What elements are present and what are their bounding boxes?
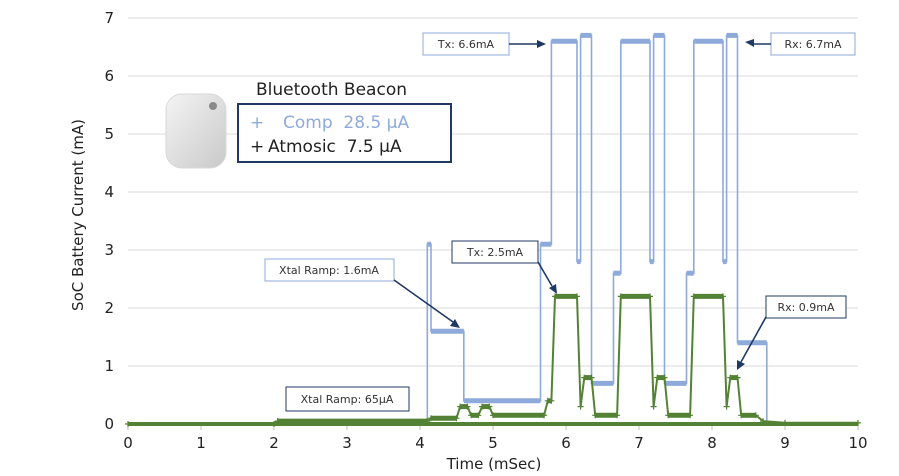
- series-point-atmosic-10: [479, 403, 486, 410]
- series-point-atmosic-27: [661, 374, 668, 381]
- series-point-atmosic-13: [541, 412, 548, 419]
- arrowhead-xtal-1-6: [450, 319, 460, 328]
- annotation-box-xtal-1-6: [264, 258, 395, 282]
- y-tick-label-0: 0: [104, 415, 114, 433]
- series-point-atmosic-33: [727, 374, 734, 381]
- annotation-tx-6-6: Tx: 6.6mA: [437, 38, 495, 51]
- y-axis-title: SoC Battery Current (mA): [69, 119, 87, 311]
- y-tick-label-4: 4: [104, 183, 114, 201]
- legend-label-comp: Comp 28.5 µA: [283, 113, 410, 133]
- annotation-xtal-1-6: Xtal Ramp: 1.6mA: [279, 264, 379, 277]
- y-tick-label-5: 5: [104, 125, 114, 143]
- x-tick-label-6: 6: [561, 434, 571, 452]
- series-point-atmosic-19: [581, 374, 588, 381]
- x-tick-label-7: 7: [634, 434, 644, 452]
- series-point-atmosic-26: [654, 374, 661, 381]
- series-point-atmosic-5: [453, 415, 460, 422]
- legend-box: [237, 103, 452, 163]
- x-tick-label-3: 3: [342, 434, 352, 452]
- gridlines: [128, 17, 858, 425]
- arrowhead-rx-0-9: [737, 360, 745, 370]
- series-point-atmosic-11: [486, 403, 493, 410]
- series-point-atmosic-31: [719, 293, 726, 300]
- series-point-atmosic-36: [752, 412, 759, 419]
- x-tick-label-9: 9: [780, 434, 790, 452]
- series-point-atmosic-25: [650, 403, 657, 410]
- y-tick-label-7: 7: [104, 9, 114, 27]
- series-point-atmosic-35: [738, 412, 745, 419]
- series-line-atmosic: [128, 295, 858, 425]
- y-tick-label-3: 3: [104, 241, 114, 259]
- annotation-rx-0-9: Rx: 0.9mA: [777, 301, 835, 314]
- annotations: Tx: 6.6mA Rx: 6.7mA Xtal Ramp: 1.6mA Tx:…: [264, 32, 856, 412]
- series-point-atmosic-15: [548, 397, 555, 404]
- series-point-atmosic-17: [573, 293, 580, 300]
- annotation-xtal-65: Xtal Ramp: 65µA: [301, 393, 394, 406]
- legend-title: Bluetooth Beacon: [256, 80, 407, 100]
- series-point-atmosic-22: [614, 412, 621, 419]
- x-axis-title: Time (mSec): [446, 455, 542, 473]
- arrow-rx-0-9: [740, 316, 767, 363]
- series-point-atmosic-32: [723, 403, 730, 410]
- series-point-atmosic-16: [552, 293, 559, 300]
- series-point-atmosic-28: [665, 412, 672, 419]
- y-tick-label-2: 2: [104, 299, 114, 317]
- arrowhead-tx-2-5: [549, 284, 557, 294]
- annotation-box-xtal-65: [285, 386, 410, 412]
- axes: 0 1 2 3 4 5 6 7 0 1 2 3 4 5 6 7 8 9 10: [104, 9, 867, 452]
- annotation-rx-6-7: Rx: 6.7mA: [784, 38, 842, 51]
- series-point-atmosic-23: [617, 293, 624, 300]
- series-point-atmosic-8: [468, 412, 475, 419]
- series-point-atmosic-9: [475, 412, 482, 419]
- x-tick-label-10: 10: [848, 434, 867, 452]
- series-point-atmosic-20: [588, 374, 595, 381]
- series-layer: [125, 32, 861, 427]
- arrowhead-tx-6-6: [537, 40, 546, 48]
- y-tick-label-1: 1: [104, 357, 114, 375]
- arrow-tx-2-5: [537, 261, 553, 287]
- series-point-atmosic-4: [427, 415, 434, 422]
- series-point-atmosic-18: [577, 403, 584, 410]
- annotation-box-rx-0-9: [765, 295, 847, 319]
- x-tick-label-1: 1: [196, 434, 206, 452]
- beacon-device-icon: [165, 93, 227, 169]
- x-tick-label-8: 8: [707, 434, 717, 452]
- legend-marker-comp: +: [250, 113, 264, 133]
- series-point-atmosic-6: [457, 403, 464, 410]
- legend-label-atmosic: Atmosic 7.5 µA: [268, 137, 402, 157]
- legend-marker-atmosic: +: [250, 137, 264, 157]
- series-point-atmosic-30: [690, 293, 697, 300]
- series-point-atmosic-21: [592, 412, 599, 419]
- x-tick-label-2: 2: [269, 434, 279, 452]
- x-tick-label-0: 0: [123, 434, 133, 452]
- series-point-atmosic-24: [646, 293, 653, 300]
- x-tick-label-5: 5: [488, 434, 498, 452]
- arrowhead-rx-6-7: [745, 39, 754, 47]
- series-point-atmosic-34: [734, 374, 741, 381]
- arrow-xtal-1-6: [393, 279, 454, 323]
- legend: Bluetooth Beacon + Comp 28.5 µA + Atmosi…: [237, 80, 452, 163]
- series-point-atmosic-7: [464, 403, 471, 410]
- x-tick-label-4: 4: [415, 434, 425, 452]
- series-point-atmosic-29: [687, 412, 694, 419]
- series-point-atmosic-12: [490, 412, 496, 419]
- annotation-box-tx-2-5: [451, 240, 539, 264]
- annotation-tx-2-5: Tx: 2.5mA: [466, 246, 524, 259]
- y-tick-label-6: 6: [104, 67, 114, 85]
